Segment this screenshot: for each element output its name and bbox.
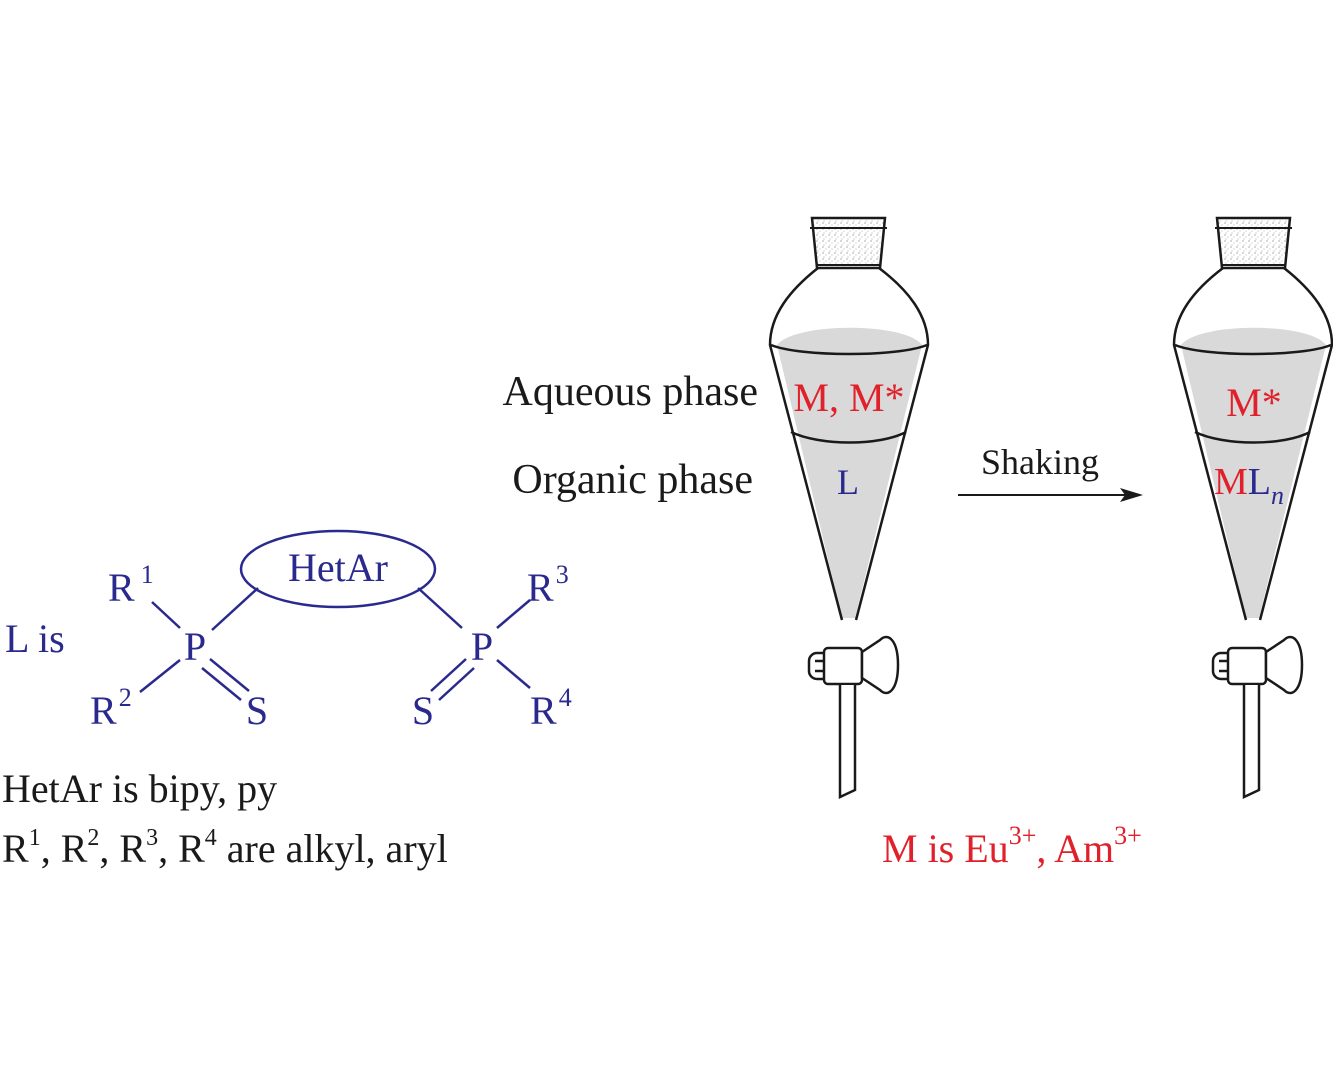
atom-s-left: S	[246, 688, 268, 733]
bond-p-s-left-a	[209, 658, 250, 692]
funnel-left-interface	[790, 430, 907, 444]
arrow-label: Shaking	[981, 442, 1099, 482]
funnel-left-stopper	[810, 216, 887, 270]
funnel-right-stem	[1242, 685, 1261, 799]
bond-p-r4	[496, 659, 531, 689]
bond-hetar-p-left	[211, 587, 259, 631]
funnel-right-body	[1172, 267, 1333, 621]
bond-p-r1	[151, 601, 181, 629]
metal-note: M is Eu3+, Am3+	[882, 821, 1142, 871]
label-organic-phase: Organic phase	[512, 457, 753, 503]
label-aqueous-phase: Aqueous phase	[503, 369, 758, 415]
bond-p-r2	[139, 659, 181, 693]
funnel-right-aqueous-content: M*	[1226, 380, 1282, 425]
note-hetar: HetAr is bipy, py	[2, 766, 277, 811]
shaking-arrow: Shaking	[958, 442, 1143, 502]
funnel-left-organic-content: L	[837, 462, 859, 502]
atom-p-left: P	[184, 624, 206, 669]
funnel-left-body	[768, 267, 930, 621]
bond-p-s-right-a	[430, 658, 467, 692]
hetar-label: HetAr	[288, 545, 388, 590]
bond-p-r3	[496, 599, 531, 629]
funnel-right-stopcock	[1211, 635, 1304, 695]
note-substituents: R1, R2, R3, R4 are alkyl, aryl	[2, 825, 448, 871]
separatory-funnel-left: M, M* L	[768, 216, 930, 799]
bond-hetar-p-right	[417, 587, 463, 629]
substituent-r4: R4	[530, 683, 572, 733]
funnel-right-stopper	[1215, 216, 1292, 270]
separatory-funnel-right: M* MLn	[1172, 216, 1333, 799]
funnel-right-organic-content: MLn	[1214, 461, 1284, 510]
funnel-left-stem	[838, 685, 857, 799]
funnel-right-interface	[1194, 430, 1311, 444]
funnel-left-liquid	[777, 327, 922, 618]
funnel-right-aqueous-surface	[1174, 343, 1332, 356]
atom-p-right: P	[471, 624, 493, 669]
substituent-r3: R3	[527, 560, 569, 610]
funnel-right-liquid	[1181, 327, 1326, 618]
hetar-ring	[239, 529, 437, 609]
funnel-left-aqueous-surface	[770, 343, 928, 356]
funnel-left-aqueous-content: M, M*	[793, 375, 904, 420]
bond-p-s-right-b	[438, 667, 475, 701]
ligand-notes: HetAr is bipy, py R1, R2, R3, R4 are alk…	[2, 766, 448, 871]
substituent-r2: R2	[90, 683, 132, 733]
funnel-left-stopcock	[807, 635, 900, 695]
ligand-prefix: L is	[5, 616, 65, 661]
atom-s-right: S	[412, 688, 434, 733]
bond-p-s-left-b	[201, 667, 242, 701]
